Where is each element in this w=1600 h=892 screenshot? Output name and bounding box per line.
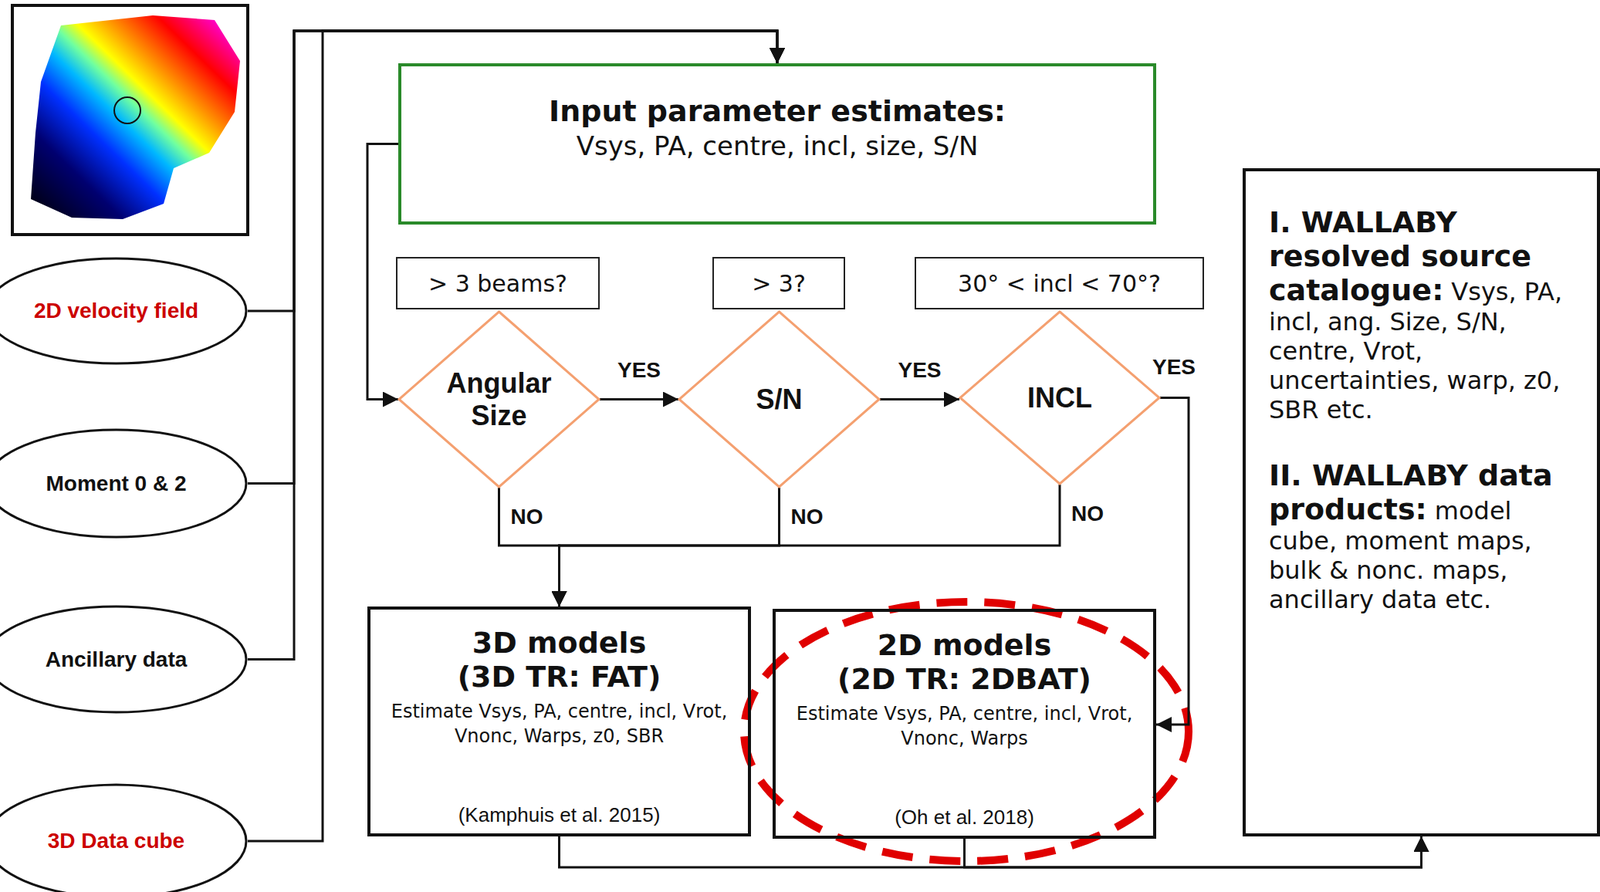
edge-label: YES <box>614 358 664 383</box>
connector <box>964 836 1422 868</box>
decision-label: Angular Size <box>433 367 565 432</box>
criterion-box: 30° < incl < 70°? <box>914 257 1205 310</box>
box-heading: Input parameter estimates: <box>548 94 1006 130</box>
node-content: INCL <box>959 311 1161 485</box>
connector <box>559 836 1422 868</box>
output-box: I. WALLABY resolved source catalogue:Vsy… <box>1242 168 1600 837</box>
input-label: Moment 0 & 2 <box>45 471 187 497</box>
paragraph: I. WALLABY resolved source catalogue:Vsy… <box>1268 205 1585 425</box>
node-content: 2D velocity field <box>0 257 248 366</box>
decision-label: INCL <box>1027 382 1093 414</box>
node-content: > 3 beams? <box>397 258 599 308</box>
decision-diamond: S/N <box>678 311 880 488</box>
input-ellipse: Ancillary data <box>0 605 248 714</box>
connector <box>367 144 399 400</box>
input-ellipse: 3D Data cube <box>0 783 248 892</box>
input-box: Input parameter estimates:Vsys, PA, cent… <box>398 63 1157 225</box>
edge-label: NO <box>1068 501 1107 527</box>
model-box: 3D models (3D TR: FAT) Estimate Vsys, PA,… <box>367 606 751 837</box>
velocity-field-frame <box>12 5 248 235</box>
paragraph: II. WALLABY data products:model cube, mo… <box>1268 458 1585 615</box>
node-content: 3D Data cube <box>0 783 248 892</box>
criterion-label: > 3 beams? <box>428 270 568 298</box>
node-content: 3D models (3D TR: FAT) Estimate Vsys, PA,… <box>370 609 748 834</box>
box-body: Vsys, PA, centre, incl, size, S/N <box>576 129 979 163</box>
decision-label: S/N <box>755 383 802 416</box>
node-content: Angular Size <box>398 311 600 488</box>
node-content: Moment 0 & 2 <box>0 428 248 539</box>
edge-label: YES <box>1149 355 1199 380</box>
input-ellipse: Moment 0 & 2 <box>0 428 248 539</box>
connector <box>559 487 780 607</box>
node-content: Input parameter estimates:Vsys, PA, cent… <box>401 66 1154 222</box>
box-body: Estimate Vsys, PA, centre, incl, Vrot, V… <box>786 702 1143 751</box>
node-content: Ancillary data <box>0 605 248 714</box>
connector <box>879 398 960 401</box>
criterion-box: > 3? <box>712 257 846 310</box>
box-body: Estimate Vsys, PA, centre, incl, Vrot, V… <box>381 700 738 748</box>
connector <box>1156 398 1189 726</box>
input-label: 2D velocity field <box>33 298 199 324</box>
edge-label: NO <box>507 504 547 530</box>
node-content: S/N <box>678 311 880 488</box>
node-content: 2D models (2D TR: 2DBAT) Estimate Vsys, P… <box>775 612 1154 836</box>
decision-diamond: Angular Size <box>398 311 600 488</box>
box-heading: 3D models (3D TR: FAT) <box>457 626 662 694</box>
velocity-field-map <box>30 15 241 220</box>
node-content: I. WALLABY resolved source catalogue:Vsy… <box>1245 171 1597 834</box>
edge-label: NO <box>788 504 827 530</box>
criterion-label: 30° < incl < 70°? <box>957 270 1161 298</box>
citation: (Kamphuis et al. 2015) <box>458 803 661 828</box>
box-heading: 2D models (2D TR: 2DBAT) <box>837 629 1092 697</box>
decision-diamond: INCL <box>959 311 1161 485</box>
connector <box>559 484 1061 607</box>
input-ellipse: 2D velocity field <box>0 257 248 366</box>
citation: (Oh et al. 2018) <box>894 805 1035 830</box>
criterion-label: > 3? <box>751 270 806 298</box>
model-box: 2D models (2D TR: 2DBAT) Estimate Vsys, P… <box>772 608 1157 839</box>
connector <box>599 398 679 401</box>
criterion-box: > 3 beams? <box>395 257 600 310</box>
node-content: > 3? <box>713 258 844 308</box>
node-content: 30° < incl < 70°? <box>916 258 1203 308</box>
connector <box>499 487 560 607</box>
centre-marker <box>114 97 141 124</box>
highlight-ellipse <box>744 602 1189 862</box>
input-label: 3D Data cube <box>47 828 185 854</box>
input-label: Ancillary data <box>45 647 188 673</box>
edge-label: YES <box>894 358 944 383</box>
